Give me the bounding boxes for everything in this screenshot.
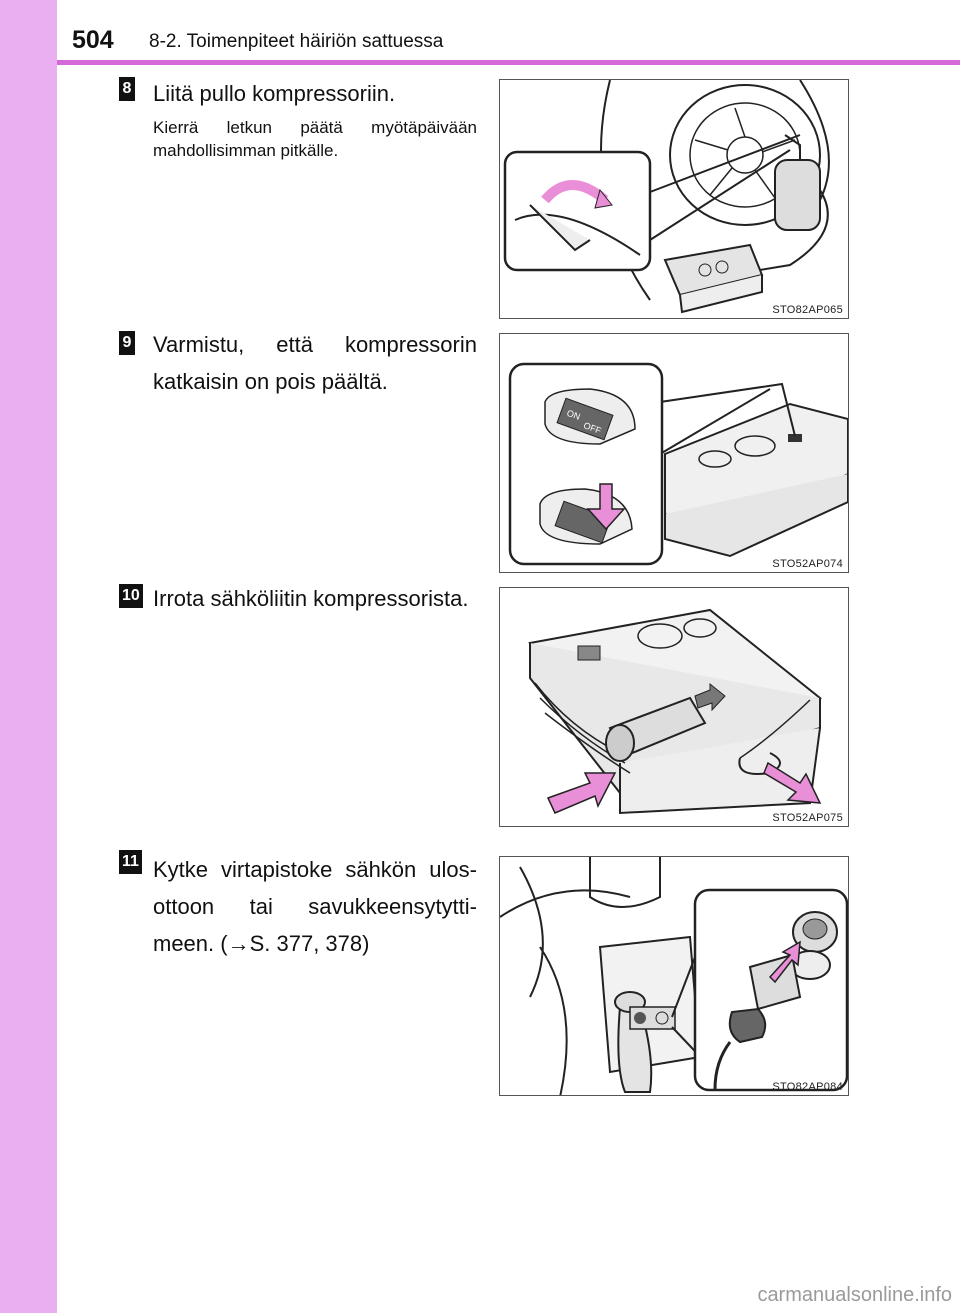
page-number: 504 bbox=[72, 26, 114, 54]
switch-on-label: ON bbox=[565, 408, 581, 422]
side-color-band bbox=[0, 0, 57, 1313]
header-rule bbox=[57, 60, 960, 65]
step-8-note: Kierrä letkun päätä myötäpäivään mahdoll… bbox=[153, 118, 477, 160]
step-number-9: 9 bbox=[119, 331, 135, 355]
figure-code: STO52AP074 bbox=[772, 558, 843, 570]
figure-code: STO82AP065 bbox=[772, 304, 843, 316]
step-8-title: Liitä pullo kompressoriin. bbox=[153, 81, 396, 106]
step-number-11: 11 bbox=[119, 850, 142, 874]
step-8-figure: STO82AP065 bbox=[499, 79, 849, 319]
connector-removal-illustration bbox=[528, 608, 823, 815]
step-10-title: Irrota sähköliitin kompressorista. bbox=[153, 586, 469, 611]
step-11-title: Kytke virtapistoke sähkön ulos-ottoon ta… bbox=[153, 857, 477, 956]
step-10-figure: STO52AP075 bbox=[499, 587, 849, 827]
step-9-title: Varmistu, että kompressorin katkaisin on… bbox=[153, 332, 477, 394]
power-outlet-illustration bbox=[500, 857, 848, 1095]
step-number-10: 10 bbox=[119, 584, 143, 608]
compressor-bottle-illustration bbox=[503, 80, 830, 314]
watermark: carmanualsonline.info bbox=[757, 1284, 952, 1306]
figure-code: STO52AP075 bbox=[772, 812, 843, 824]
step-number-8: 8 bbox=[119, 77, 135, 101]
step-11-figure: STO82AP084 bbox=[499, 856, 849, 1096]
step-9-figure: ON OFF STO52AP074 bbox=[499, 333, 849, 573]
figure-code: STO82AP084 bbox=[772, 1081, 843, 1093]
compressor-switch-illustration: ON OFF bbox=[508, 362, 848, 566]
section-title: 8-2. Toimenpiteet häiriön sattuessa bbox=[149, 31, 444, 52]
